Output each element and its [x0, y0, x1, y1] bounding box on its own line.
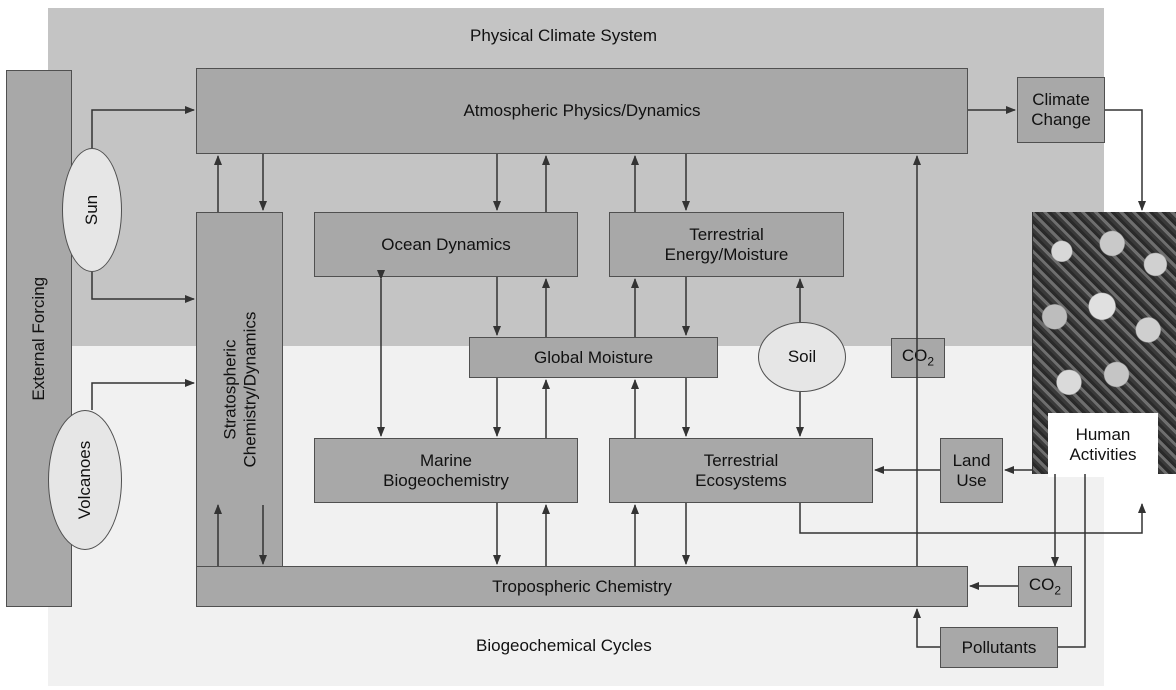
co2-atmosphere-subscript: 2: [927, 354, 935, 369]
terrestrial-eco-line2: Ecosystems: [695, 470, 787, 490]
pollutants-box: Pollutants: [940, 627, 1058, 668]
co2-emission-subscript: 2: [1054, 583, 1062, 598]
physical-climate-title: Physical Climate System: [470, 26, 658, 45]
tropospheric-label: Tropospheric Chemistry: [492, 576, 672, 596]
marine-biogeochemistry-box: Marine Biogeochemistry: [314, 438, 578, 503]
climate-change-line2: Change: [1031, 110, 1091, 129]
stratospheric-chemistry-box: Stratospheric Chemistry/Dynamics: [196, 212, 283, 568]
co2-emission-box: CO2: [1018, 566, 1072, 607]
marine-line2: Biogeochemistry: [383, 470, 509, 490]
land-use-line1: Land: [952, 450, 991, 470]
global-moisture-box: Global Moisture: [469, 337, 718, 378]
atmospheric-physics-box: Atmospheric Physics/Dynamics: [196, 68, 968, 154]
tropospheric-chemistry-box: Tropospheric Chemistry: [196, 566, 968, 607]
land-use-box: Land Use: [940, 438, 1003, 503]
ocean-dynamics-box: Ocean Dynamics: [314, 212, 578, 277]
terrestrial-energy-line2: Energy/Moisture: [664, 244, 789, 264]
climate-change-line1: Climate: [1032, 90, 1090, 110]
arrow-sun-to-stratosphere: [91, 272, 195, 303]
atmospheric-physics-label: Atmospheric Physics/Dynamics: [463, 101, 701, 121]
arrow-pollutants-to-tropo: [913, 608, 940, 648]
arrow-climate-to-humans: [1105, 109, 1146, 211]
soil-label: Soil: [787, 347, 817, 366]
ocean-dynamics-label: Ocean Dynamics: [381, 234, 511, 254]
co2-atmosphere-label: CO2: [902, 346, 934, 369]
arrow-volcanoes-to-stratosphere: [91, 379, 195, 410]
biogeochemical-title: Biogeochemical Cycles: [476, 636, 652, 655]
pollutants-label: Pollutants: [961, 637, 1037, 657]
line-humans-to-pollutants: [1058, 474, 1086, 648]
terrestrial-energy-box: Terrestrial Energy/Moisture: [609, 212, 844, 277]
land-use-line2: Use: [956, 470, 987, 490]
arrow-sun-to-atmosphere: [91, 106, 195, 148]
climate-change-box: Climate Change: [1017, 77, 1105, 143]
co2-atmosphere-text: CO: [901, 346, 928, 366]
human-activities-line2: Activities: [1069, 445, 1137, 464]
arrow-eco-to-humans: [799, 503, 1146, 534]
co2-atmosphere-box: CO2: [891, 338, 945, 378]
marine-line1: Marine: [420, 450, 472, 470]
volcanoes-ellipse: Volcanoes: [48, 410, 122, 550]
global-moisture-label: Global Moisture: [533, 347, 654, 367]
terrestrial-eco-line1: Terrestrial: [703, 450, 779, 470]
human-activities-line1: Human: [1075, 424, 1131, 444]
sun-ellipse: Sun: [62, 148, 122, 272]
terrestrial-ecosystems-box: Terrestrial Ecosystems: [609, 438, 873, 503]
co2-emission-label: CO2: [1029, 575, 1061, 598]
co2-emission-text: CO: [1028, 574, 1055, 594]
soil-ellipse: Soil: [758, 322, 846, 392]
terrestrial-energy-line1: Terrestrial: [689, 224, 764, 244]
